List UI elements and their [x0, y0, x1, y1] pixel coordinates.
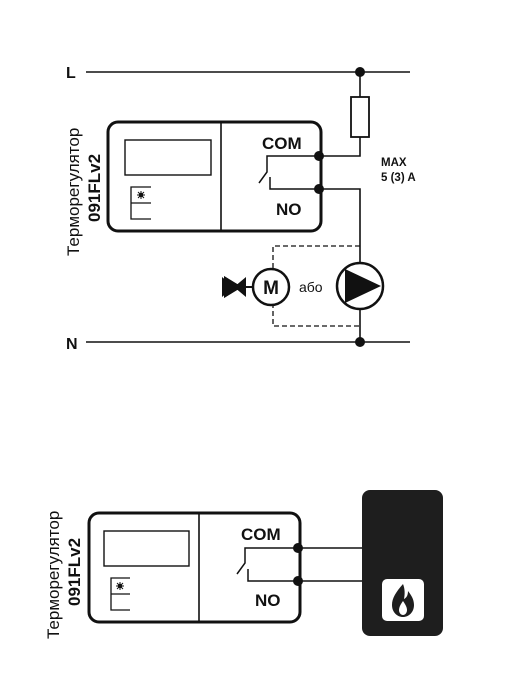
no-to-pump-wire — [319, 188, 361, 262]
max-label: MAX — [381, 157, 407, 169]
terminal-com-label-2: COM — [241, 525, 281, 544]
device-display — [124, 139, 212, 176]
flame-icon — [392, 584, 414, 617]
device-display-2 — [103, 530, 190, 567]
terminal-com-label: COM — [262, 134, 302, 153]
device-model-label-2: 091FLv2 — [65, 538, 84, 606]
device-title-label: Терморегулятор — [64, 128, 83, 256]
bottom-diagram: Терморегулятор 091FLv2 COM NO — [44, 490, 443, 639]
fuse-icon — [350, 96, 370, 138]
dashed-alternative-wire — [272, 245, 360, 327]
n-junction-dot — [355, 337, 365, 347]
terminal-no-label: NO — [276, 200, 302, 219]
terminal-no-label-2: NO — [255, 591, 281, 610]
top-diagram: L N Терморегулятор 091FLv2 COM NO — [64, 65, 416, 353]
or-label: або — [299, 279, 323, 295]
relay-no-wire — [269, 177, 319, 190]
sun-icon — [116, 582, 124, 590]
valve-bowtie — [222, 277, 246, 297]
fuse-to-com-wire — [319, 137, 361, 157]
no-terminal-2 — [293, 576, 303, 586]
com-terminal-2 — [293, 543, 303, 553]
relay-contact — [258, 155, 319, 184]
device-title-label-2: Терморегулятор — [44, 511, 63, 639]
device-model-label: 091FLv2 — [85, 154, 104, 222]
line-l-label: L — [66, 65, 76, 82]
max-rating-label: 5 (3) A — [381, 172, 416, 184]
relay-no-wire-2 — [247, 569, 298, 582]
relay-contact-2 — [236, 547, 298, 575]
pump-arrow — [345, 269, 381, 303]
line-n-label: N — [66, 336, 78, 353]
sun-icon — [137, 191, 145, 199]
motor-label: M — [263, 278, 279, 299]
l-junction-dot — [355, 67, 365, 77]
